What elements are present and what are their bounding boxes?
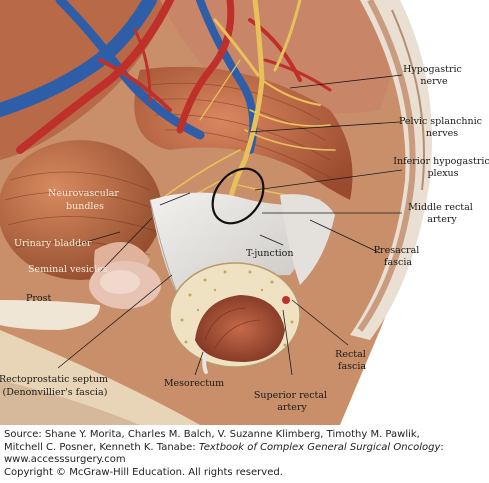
figure-source-credit: Source: Shane Y. Morita, Charles M. Balc… [4, 429, 486, 479]
label-t-junction: T-junction [246, 248, 294, 259]
label-presacral-fascia: Presacral fascia [374, 245, 423, 268]
label-rectal-fascia: Rectal fascia [335, 349, 369, 372]
label-hypogastric-nerve: Hypogastric nerve [403, 64, 465, 87]
rectum-cross-section [169, 262, 301, 374]
seminal-vesicles-prostate [0, 242, 161, 330]
plexus-highlight-ellipse [211, 167, 265, 225]
label-neurovascular-bundles: Neurovascular bundles [48, 188, 122, 212]
pelvic-wall [350, 0, 432, 340]
nerve-plexus [159, 0, 336, 241]
label-mesorectum: Mesorectum [164, 378, 224, 389]
source-title-line: Mitchell C. Posner, Kenneth K. Tanabe: T… [4, 441, 444, 453]
presacral-fascia [280, 194, 335, 285]
label-seminal-vesicles: Seminal vesicles [28, 264, 108, 275]
label-rectoprostatic-septum: Rectoprostatic septum (Denonvillier's fa… [0, 374, 111, 398]
label-middle-rectal-artery: Middle rectal artery [408, 202, 476, 225]
label-superior-rectal-artery: Superior rectal artery [254, 390, 330, 413]
label-prostate: Prost [26, 293, 52, 304]
book-title: Textbook of Complex General Surgical Onc… [198, 441, 441, 453]
blood-vessels [0, 0, 332, 154]
source-url: www.accesssurgery.com [4, 454, 126, 466]
label-pelvic-splanchnic-nerves: Pelvic splanchnic nerves [399, 116, 485, 139]
anatomy-labels: Hypogastric nerve Pelvic splanchnic nerv… [0, 64, 489, 413]
copyright-notice: Copyright © McGraw-Hill Education. All r… [4, 466, 283, 478]
label-inferior-hypogastric-plexus: Inferior hypogastric plexus [393, 156, 489, 179]
label-urinary-bladder: Urinary bladder [14, 238, 92, 249]
leader-lines [57, 74, 403, 376]
source-authors-line: Source: Shane Y. Morita, Charles M. Balc… [4, 429, 420, 440]
